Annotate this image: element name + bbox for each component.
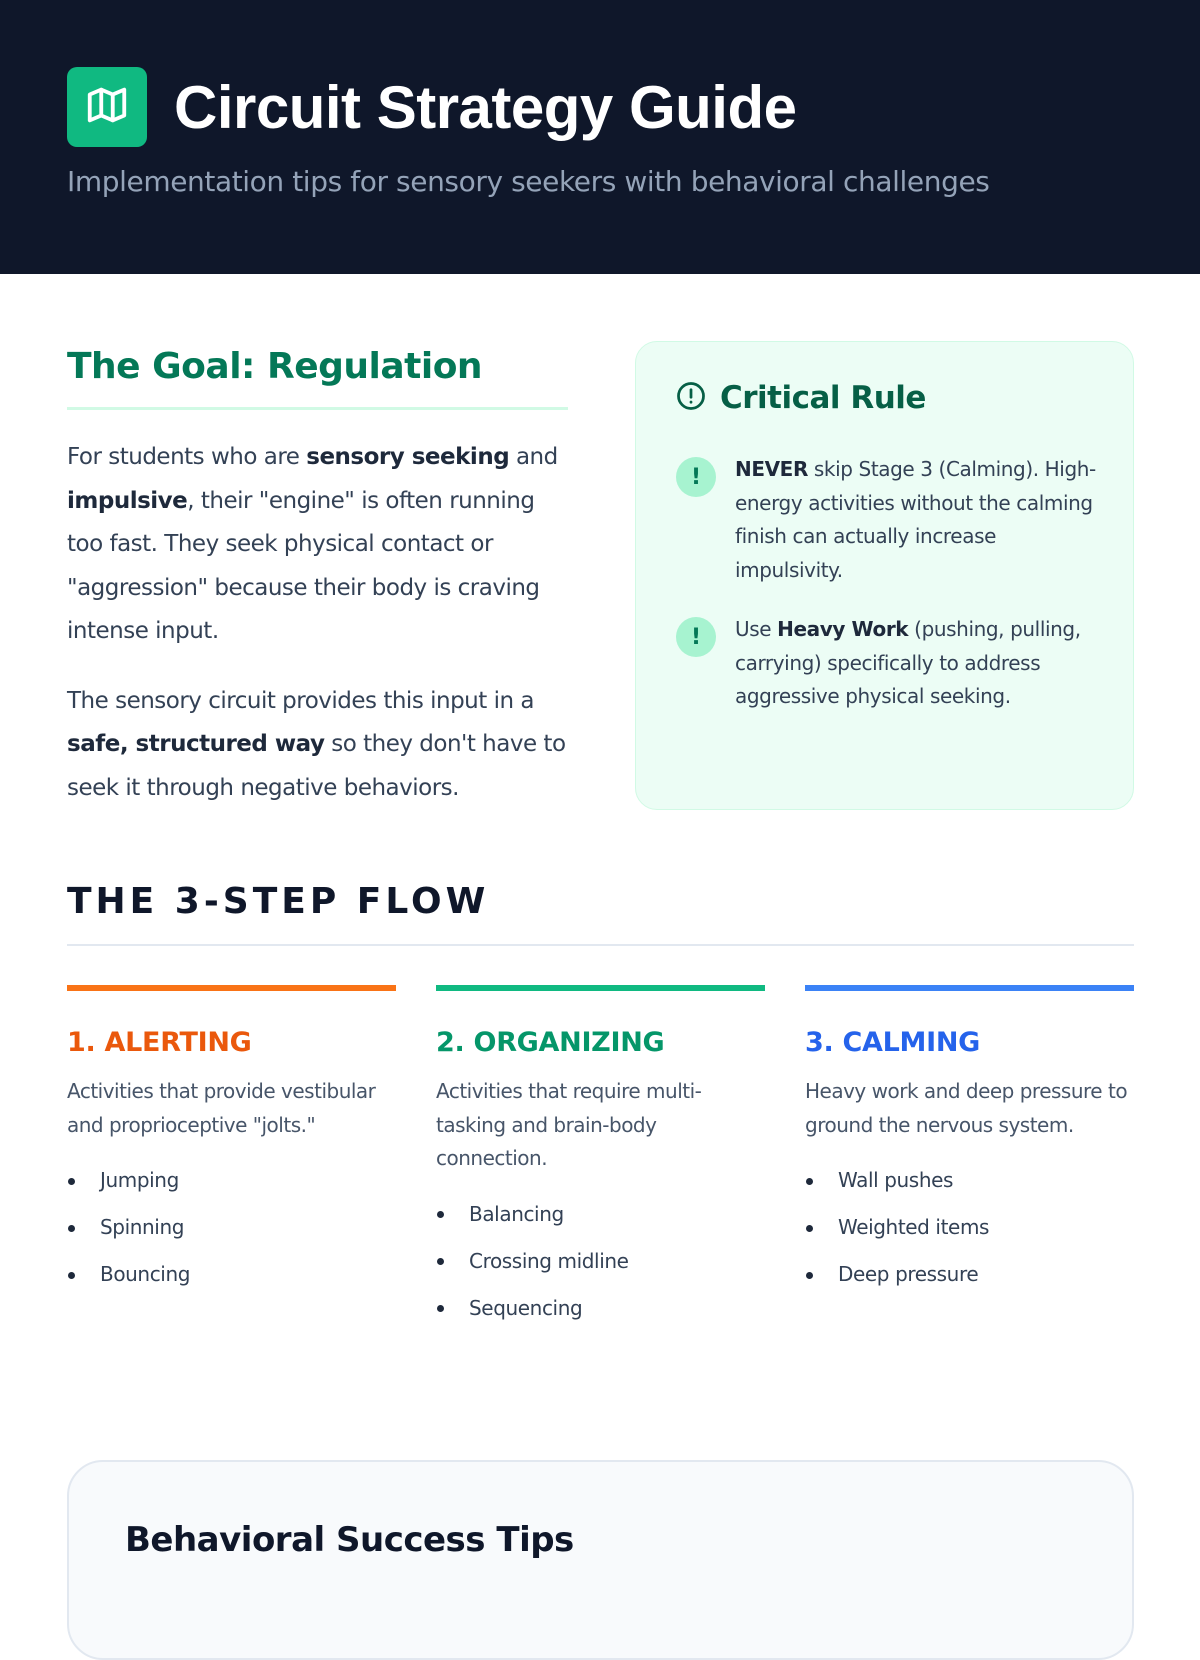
rule-item: ! Use Heavy Work (pushing, pulling, carr…	[676, 617, 1096, 714]
step-activity-list: Wall pushes Weighted items Deep pressure	[805, 1157, 1134, 1298]
list-item: Sequencing	[436, 1285, 765, 1332]
page-title: Circuit Strategy Guide	[174, 74, 797, 141]
exclamation-icon: !	[676, 617, 716, 657]
activity-label: Crossing midline	[469, 1248, 629, 1273]
bullet-icon	[68, 1224, 75, 1232]
text-run: The sensory circuit provides this input …	[67, 687, 534, 714]
goal-paragraph-1: For students who are sensory seeking and…	[67, 436, 572, 654]
list-item: Wall pushes	[805, 1157, 1134, 1204]
behavioral-tips-card: Behavioral Success Tips	[67, 1460, 1134, 1660]
step-title: 2. ORGANIZING	[436, 1027, 665, 1058]
step-organizing: 2. ORGANIZING Activities that require mu…	[436, 985, 765, 1332]
tips-title: Behavioral Success Tips	[125, 1520, 574, 1560]
rule-text: NEVER skip Stage 3 (Calming). High-energ…	[735, 453, 1096, 587]
critical-rule-title: Critical Rule	[720, 380, 926, 416]
alert-circle-icon	[676, 381, 706, 415]
activity-label: Deep pressure	[838, 1262, 979, 1286]
activity-label: Spinning	[100, 1215, 185, 1239]
list-item: Deep pressure	[805, 1251, 1134, 1298]
goal-heading: The Goal: Regulation	[67, 346, 483, 387]
bullet-icon	[437, 1305, 444, 1312]
activity-label: Wall pushes	[838, 1168, 954, 1192]
step-activity-list: Jumping Spinning Bouncing	[67, 1157, 396, 1298]
emphasis-sensory-seeking: sensory seeking	[306, 444, 510, 470]
list-item: Balancing	[436, 1191, 765, 1238]
list-item: Jumping	[67, 1157, 396, 1204]
text-run: and	[509, 444, 558, 470]
step-description: Activities that provide vestibular and p…	[67, 1079, 376, 1137]
emphasis-impulsive: impulsive	[67, 487, 188, 514]
logo-badge	[67, 67, 147, 147]
emphasis-never: NEVER	[735, 457, 808, 481]
text-run: Use	[735, 617, 778, 641]
emphasis-heavy-work: Heavy Work	[777, 617, 909, 641]
rule-item: ! NEVER skip Stage 3 (Calming). High-ene…	[676, 457, 1096, 587]
bullet-icon	[806, 1271, 813, 1279]
bullet-icon	[437, 1258, 444, 1265]
activity-label: Sequencing	[469, 1295, 583, 1320]
step-alerting: 1. ALERTING Activities that provide vest…	[67, 985, 396, 1298]
flow-divider	[67, 944, 1134, 946]
goal-paragraph-2: The sensory circuit provides this input …	[67, 680, 572, 811]
step-activity-list: Balancing Crossing midline Sequencing	[436, 1191, 765, 1332]
bullet-icon	[68, 1271, 75, 1279]
bullet-icon	[437, 1211, 444, 1218]
page-subtitle: Implementation tips for sensory seekers …	[67, 165, 990, 198]
text-run: , their "engine" is often running too fa…	[67, 487, 540, 645]
rule-text: Use Heavy Work (pushing, pulling, carryi…	[735, 613, 1096, 714]
step-color-bar	[805, 985, 1134, 991]
activity-label: Balancing	[469, 1201, 564, 1226]
flow-heading: THE 3-STEP FLOW	[67, 881, 490, 922]
exclamation-icon: !	[676, 457, 716, 497]
step-color-bar	[436, 985, 765, 991]
text-run: so they don't have to seek it through ne…	[67, 731, 566, 801]
goal-body: For students who are sensory seeking and…	[67, 436, 572, 836]
critical-rule-header: Critical Rule	[676, 380, 926, 416]
bullet-icon	[806, 1177, 813, 1185]
text-run: For students who are	[67, 444, 307, 470]
activity-label: Bouncing	[100, 1262, 191, 1286]
text-run: (pushing, pulling, carrying) specificall…	[735, 617, 1081, 708]
step-color-bar	[67, 985, 396, 991]
step-description: Activities that require multi-tasking an…	[436, 1079, 702, 1170]
list-item: Weighted items	[805, 1204, 1134, 1251]
activity-label: Jumping	[100, 1168, 179, 1192]
step-title: 3. CALMING	[805, 1027, 981, 1058]
activity-label: Weighted items	[838, 1215, 990, 1239]
emphasis-safe-structured: safe, structured way	[67, 731, 325, 757]
text-run: skip Stage 3 (Calming). High-energy acti…	[735, 457, 1096, 582]
map-icon	[84, 82, 130, 132]
goal-divider	[67, 407, 568, 410]
critical-rule-card: Critical Rule ! NEVER skip Stage 3 (Calm…	[635, 341, 1134, 810]
list-item: Spinning	[67, 1204, 396, 1251]
bullet-icon	[68, 1177, 75, 1185]
step-title: 1. ALERTING	[67, 1027, 252, 1058]
list-item: Bouncing	[67, 1251, 396, 1298]
step-calming: 3. CALMING Heavy work and deep pressure …	[805, 985, 1134, 1298]
step-description: Heavy work and deep pressure to ground t…	[805, 1079, 1128, 1137]
bullet-icon	[806, 1224, 813, 1232]
list-item: Crossing midline	[436, 1238, 765, 1285]
page-header: Circuit Strategy Guide Implementation ti…	[0, 0, 1200, 274]
